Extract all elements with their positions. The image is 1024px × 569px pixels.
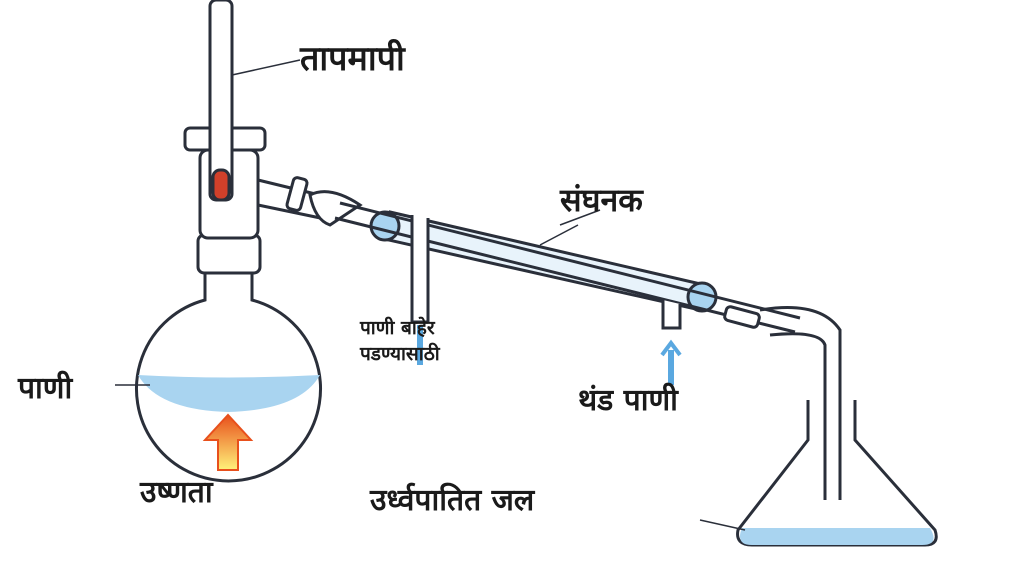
- water-out-tube: [410, 215, 430, 324]
- water-out-label-line2: पडण्यासाठी: [360, 343, 440, 365]
- thermometer-bulb: [211, 168, 231, 202]
- distillate: [739, 528, 934, 545]
- adapter: [759, 306, 842, 500]
- distilled-water-label: उर्ध्वपातित जल: [370, 483, 535, 518]
- water-label: पाणी: [18, 371, 73, 406]
- water-out-label-line1: पाणी बाहेर: [360, 317, 435, 339]
- flask-water: [138, 375, 320, 412]
- conical-flask: [736, 400, 938, 547]
- cold-water-label: थंड पाणी: [578, 383, 678, 418]
- round-bottom-flask: [135, 270, 322, 483]
- heat-arrow: [202, 413, 254, 471]
- flask-neck: [196, 233, 262, 275]
- thermometer-label: तापमापी: [300, 39, 405, 79]
- water-in-tube: [661, 300, 682, 330]
- condenser-label: संघनक: [560, 181, 643, 219]
- heat-label: उष्णता: [140, 475, 213, 510]
